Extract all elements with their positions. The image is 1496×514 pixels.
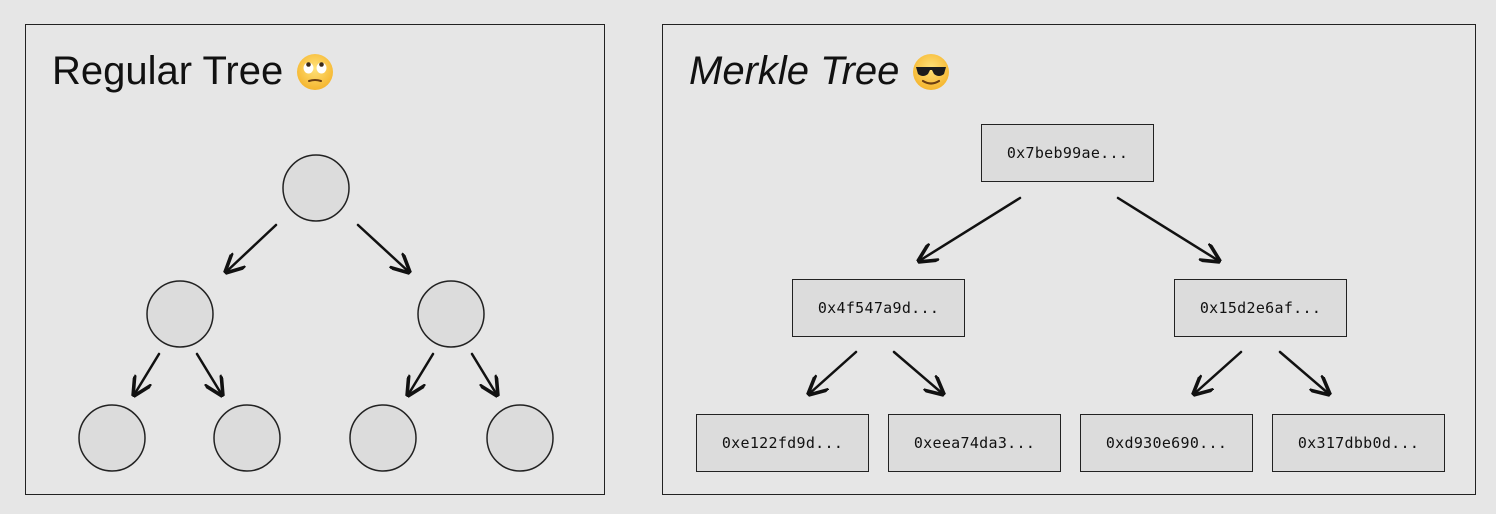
- merkle-leaf-hash-1: 0xe122fd9d...: [696, 414, 869, 472]
- merkle-hash-right: 0x15d2e6af...: [1174, 279, 1347, 337]
- regular-tree-node-left: [146, 280, 214, 348]
- arrow-root-to-right: [356, 223, 409, 272]
- arrow-root-to-left: [226, 223, 278, 272]
- merkle-leaf-hash-4: 0x317dbb0d...: [1272, 414, 1445, 472]
- merkle-root-hash: 0x7beb99ae...: [981, 124, 1154, 182]
- arrow-root-to-hash-right: [1116, 196, 1219, 261]
- rolling-eyes-emoji-icon: [297, 53, 334, 90]
- merkle-tree-title-text: Merkle Tree: [689, 49, 900, 93]
- regular-tree-panel: Regular Tree: [25, 24, 605, 495]
- merkle-leaf-hash-2: 0xeea74da3...: [888, 414, 1061, 472]
- regular-tree-leaf-2: [213, 404, 281, 472]
- regular-tree-leaf-1: [78, 404, 146, 472]
- regular-tree-leaf-3: [349, 404, 417, 472]
- arrow-hashright-to-leaf4: [1278, 350, 1329, 394]
- arrow-left-to-leaf2: [195, 352, 222, 395]
- merkle-hash-left: 0x4f547a9d...: [792, 279, 965, 337]
- regular-tree-diagram: [78, 154, 554, 472]
- arrow-right-to-leaf4: [470, 352, 497, 395]
- regular-tree-title: Regular Tree: [52, 49, 335, 94]
- arrow-hashleft-to-leaf2: [892, 350, 943, 394]
- arrow-right-to-leaf3: [408, 352, 435, 395]
- regular-tree-root-node: [282, 154, 350, 222]
- merkle-tree-panel: Merkle Tree 0x: [662, 24, 1476, 495]
- arrow-left-to-leaf1: [134, 352, 161, 395]
- merkle-leaf-hash-3: 0xd930e690...: [1080, 414, 1253, 472]
- arrow-hashleft-to-leaf1: [809, 350, 858, 394]
- regular-tree-leaf-4: [486, 404, 554, 472]
- arrow-hashright-to-leaf3: [1194, 350, 1243, 394]
- merkle-tree-arrows: [663, 196, 1477, 496]
- merkle-tree-title: Merkle Tree: [689, 49, 951, 94]
- regular-tree-node-right: [417, 280, 485, 348]
- regular-tree-title-text: Regular Tree: [52, 49, 284, 93]
- sunglasses-emoji-icon: [913, 53, 950, 90]
- arrow-root-to-hash-left: [919, 196, 1022, 261]
